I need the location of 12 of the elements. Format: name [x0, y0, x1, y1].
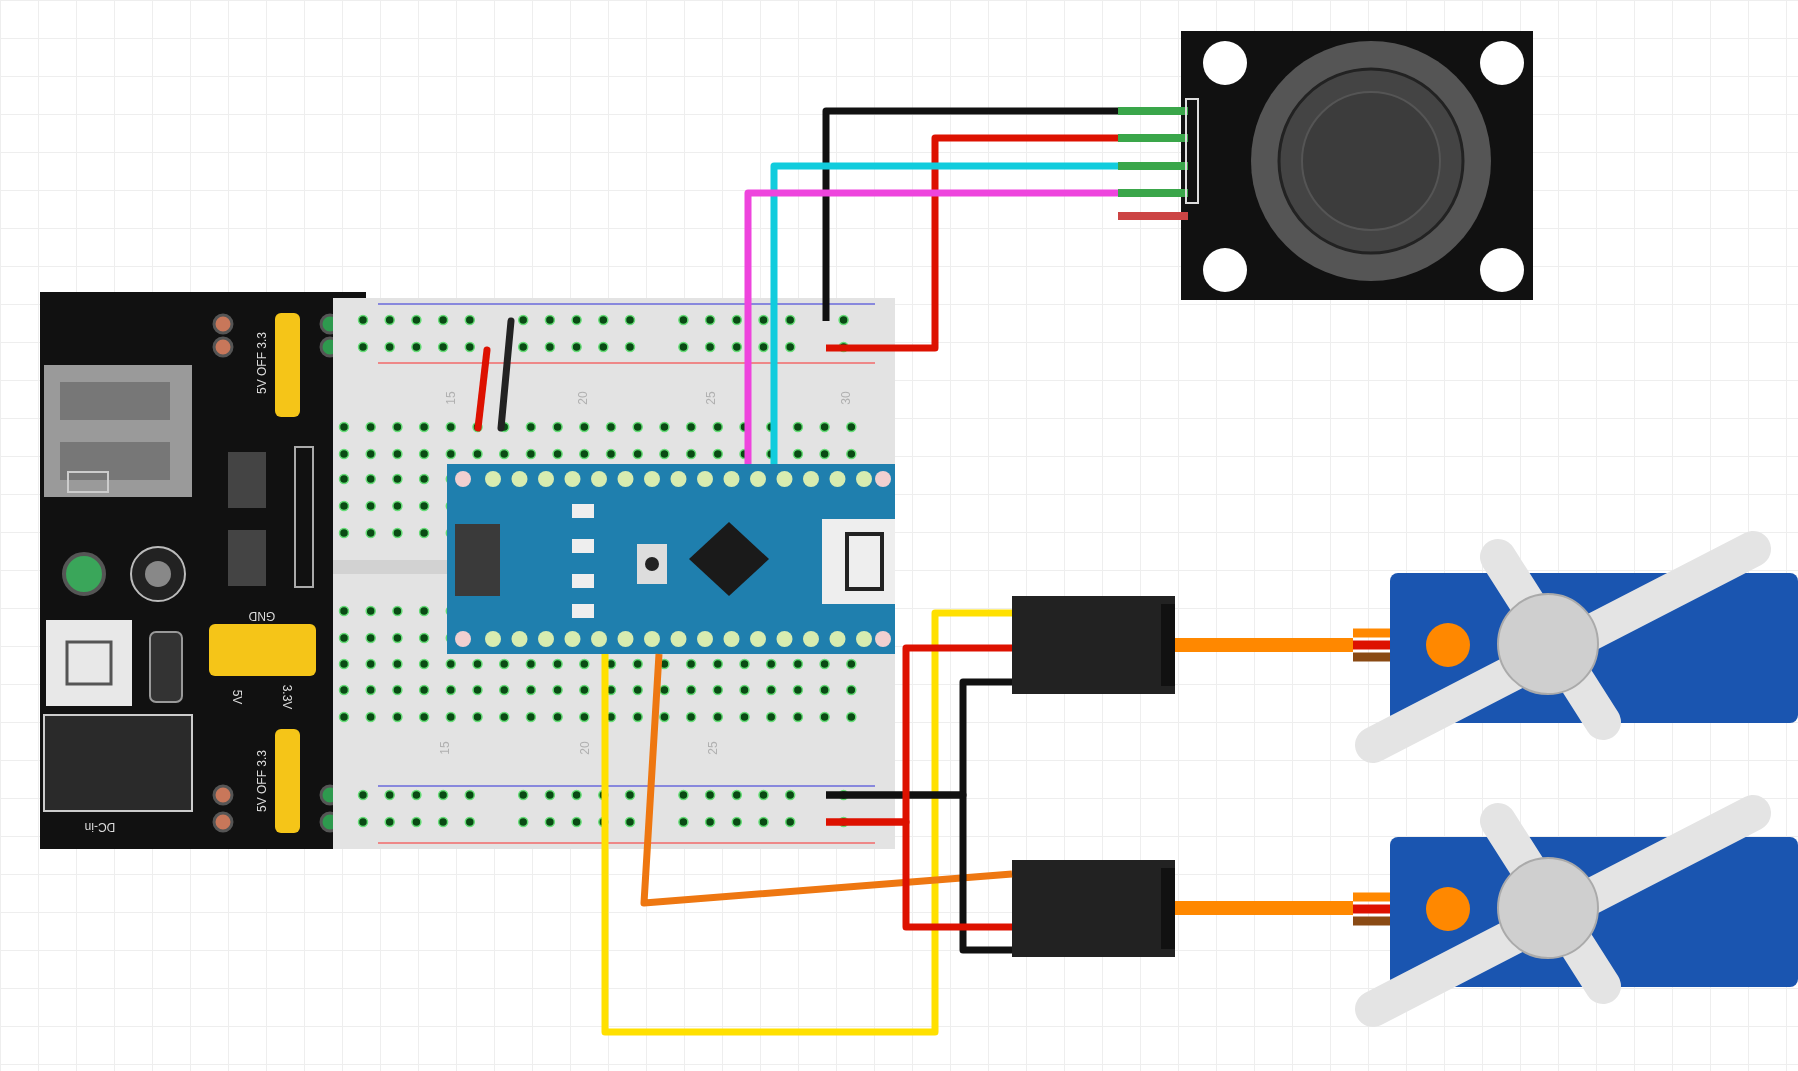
jumper-label: 5V OFF 3.3	[255, 750, 269, 812]
wire	[640, 653, 1013, 907]
jumper-label: 5V OFF 3.3	[255, 332, 269, 394]
servo-cable	[1175, 638, 1353, 652]
pin-label: 3.3V	[279, 684, 293, 710]
wire	[826, 791, 1012, 954]
servo-cable	[1175, 901, 1353, 915]
pin-label: 5V	[229, 689, 243, 705]
wire	[826, 818, 1012, 931]
wire	[601, 609, 1012, 1036]
pin-label: GND	[248, 608, 276, 622]
connector-label: DC-in	[84, 819, 116, 833]
